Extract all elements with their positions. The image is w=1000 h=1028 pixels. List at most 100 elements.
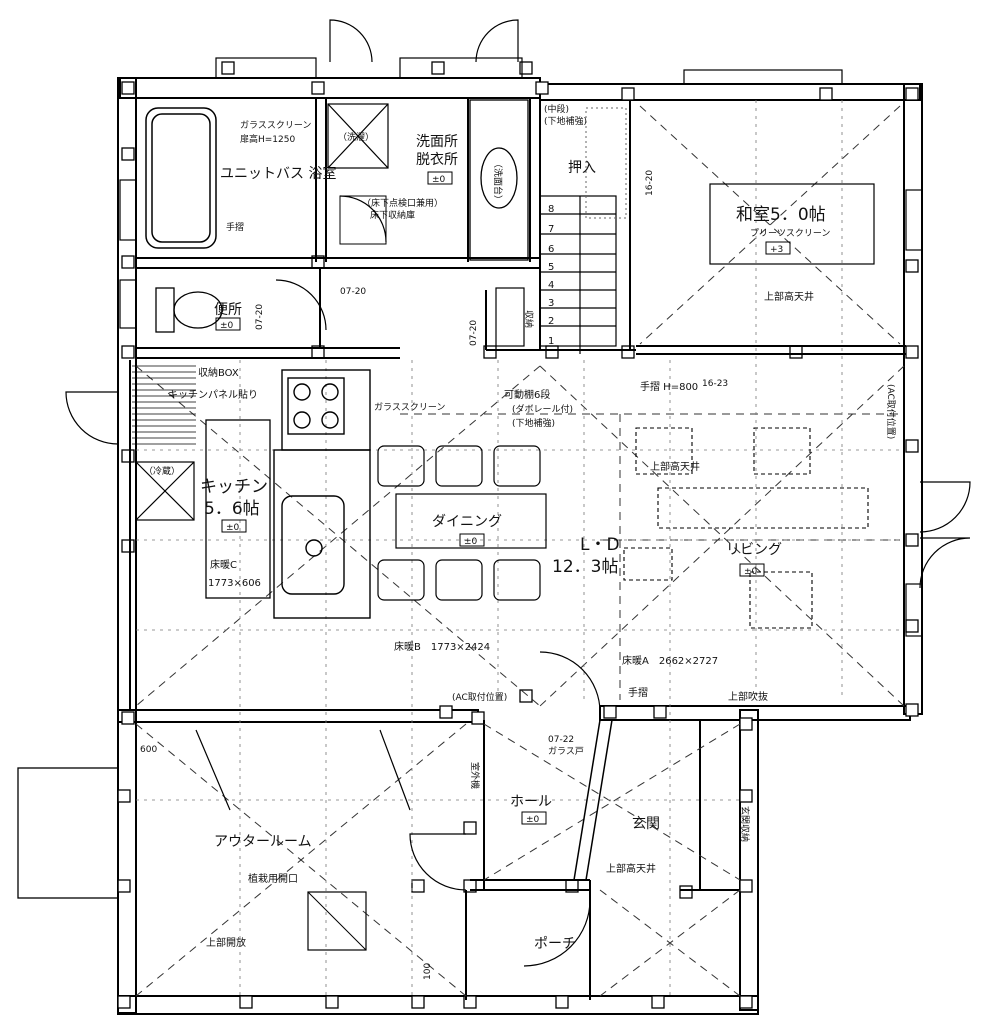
living-level: ±0 (744, 567, 758, 577)
underfloor-storage-label: 床下収納庫 (370, 209, 415, 221)
genkan-label: 玄関 (632, 815, 660, 832)
fridge-label: （冷蔵） (144, 465, 180, 477)
outdoor-unit-label: 室外機 (469, 762, 481, 789)
living-ceiling: 上部高天井 (650, 460, 700, 473)
genkan-storage-label: 玄関収納 (739, 806, 751, 842)
wall-pillars (117, 61, 919, 1009)
stair-step-5: 5 (548, 262, 554, 273)
storage-box (495, 287, 525, 347)
washitsu-label: 和室5．0帖 (736, 205, 826, 225)
code-1623: 16-23 (702, 379, 728, 389)
stair-step-2: 2 (548, 316, 554, 327)
porch-label: ポーチ (534, 936, 576, 952)
glass-door-code: 07-22 (548, 735, 574, 745)
code-0720-c: 07-20 (469, 320, 479, 346)
glass-door-label: ガラス戸 (548, 746, 584, 757)
ld-size: 12．3帖 (552, 557, 618, 577)
kitchen-level: ±0 (226, 523, 240, 533)
kitchen-name: キッチン (200, 477, 268, 497)
bath-label: ユニットバス 浴室 (220, 165, 336, 182)
stair-step-3: 3 (548, 298, 554, 309)
hall-label: ホール (510, 794, 552, 810)
bath-handrail-label: 手摺 (226, 221, 244, 233)
stair-step-6: 6 (548, 244, 554, 255)
oshiire-note-1: (中段) (544, 103, 569, 115)
floor-heat-a: 床暖A 2662×2727 (622, 654, 718, 667)
washer-box (327, 103, 389, 169)
stair-step-4: 4 (548, 280, 554, 291)
outer-room-label: アウタールーム (214, 834, 312, 850)
floor-heat-c-size: 1773×606 (208, 578, 261, 589)
dining-level: ±0 (464, 537, 478, 547)
storage-label: 収納 (523, 310, 535, 328)
door-swings (65, 19, 971, 967)
bath-screen-label: ガラススクリーン (240, 120, 311, 131)
floor-heat-c: 床暖C (210, 558, 237, 571)
stair-step-7: 7 (548, 224, 554, 235)
dim-600: 600 (140, 745, 157, 755)
toilet-fixture (155, 287, 223, 333)
staircase (539, 195, 617, 354)
shelf-note-2: (下地補強) (512, 417, 555, 429)
genkan-ceiling: 上部高天井 (606, 862, 656, 875)
toilet-level: ±0 (220, 321, 234, 331)
kitchen-counter-back (205, 419, 271, 599)
plant-opening-box (307, 891, 367, 951)
genkan-step-2 (585, 719, 613, 881)
stair-numbers: 1 2 3 4 5 6 7 8 (548, 204, 554, 347)
stair-step-1: 1 (548, 336, 554, 347)
sink-counter (469, 99, 529, 261)
dressing-label: 脱衣所 (416, 152, 458, 168)
ld-label: L・D (580, 535, 620, 555)
hall-level-box (521, 811, 547, 825)
genkan-step (573, 719, 601, 881)
dining-table (377, 445, 547, 601)
kitchen-hatching (132, 365, 196, 445)
ac-pos-side: (AC取付位置) (885, 384, 897, 439)
bath-screen-height: 扉高H=1250 (240, 133, 295, 145)
kitchen-size: 5．6帖 (204, 499, 260, 519)
living-ceiling-open: 上部吹抜 (728, 690, 768, 703)
plant-opening-diag (307, 891, 367, 951)
outer-ceiling-open: 上部開放 (206, 936, 246, 949)
ceiling-lines (135, 105, 905, 997)
grid-lines (136, 100, 904, 1000)
washitsu-tatami (709, 183, 875, 265)
shelf-note-1: (ダボレール付) (512, 403, 573, 415)
living-furniture (623, 427, 869, 629)
code-0720-a: 07-20 (340, 287, 366, 297)
kitchen-island (273, 369, 371, 619)
washitsu-level-box (765, 241, 791, 255)
fridge-box (135, 461, 195, 521)
shelf-label: 可動棚6段 (504, 388, 550, 401)
glass-screen-label: ガラススクリーン (374, 402, 445, 413)
underfloor-label: （床下点検口兼用） (362, 197, 443, 209)
washitsu-screen: プリーツスクリーン (750, 228, 830, 239)
washroom-label: 洗面所 (416, 134, 458, 150)
plant-opening-label: 植栽用開口 (248, 872, 298, 885)
bathtub (145, 107, 217, 249)
kitchen-level-box (221, 519, 247, 533)
washer-label: （洗濯） (338, 131, 374, 143)
code-0720-b: 07-20 (255, 304, 265, 330)
washroom-level: ±0 (432, 175, 446, 185)
living-handrail: 手摺 (628, 686, 648, 699)
toilet-level-box (215, 317, 241, 331)
hall-level: ±0 (526, 815, 540, 825)
washitsu-ceiling: 上部高天井 (764, 290, 814, 303)
oshiire-label: 押入 (568, 160, 596, 176)
oshiire-note-2: (下地補強) (544, 115, 587, 127)
ac-pos: (AC取付位置) (452, 691, 507, 703)
washitsu-level: +3 (770, 245, 783, 255)
floor-heat-b: 床暖B 1773×2424 (394, 640, 490, 653)
underfloor-hatch (339, 195, 387, 245)
washroom-level-box (427, 171, 453, 185)
kitchen-panel-label: キッチンパネル貼り (168, 388, 258, 401)
stair-rail-label: 手摺 H=800 (640, 380, 698, 393)
dining-level-box (459, 533, 485, 547)
dining-label: ダイニング (432, 514, 502, 530)
toilet-label: 便所 (214, 302, 242, 318)
sink-label: （洗面台） (492, 159, 504, 204)
living-label: リビング (726, 542, 782, 558)
